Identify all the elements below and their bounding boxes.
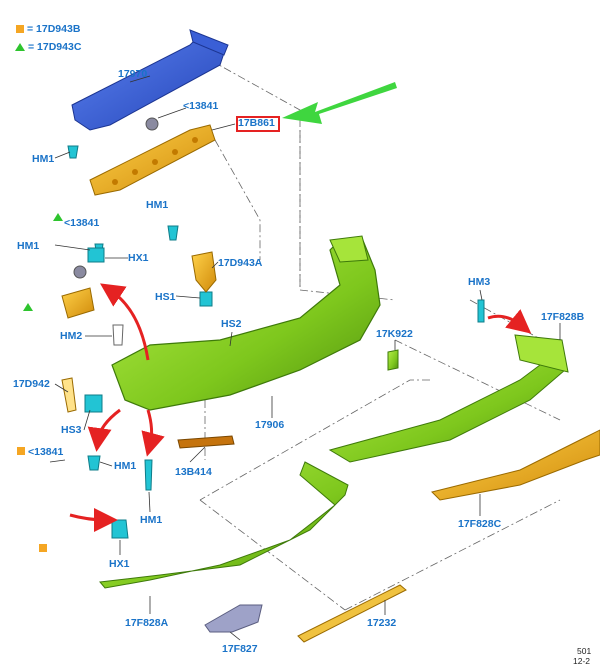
lower-valance-17F828A bbox=[99, 461, 349, 589]
part-label-17K922: 17K922 bbox=[376, 328, 413, 340]
part-label-hm2: HM2 bbox=[60, 330, 83, 342]
green-pointer-arrow bbox=[282, 82, 397, 124]
part-label-13B414: 13B414 bbox=[175, 466, 212, 478]
label-leaders bbox=[49, 75, 561, 641]
part-label-17F828B: 17F828B bbox=[541, 311, 585, 323]
energy-absorber-17B861 bbox=[89, 124, 216, 196]
part-label-hs1: HS1 bbox=[155, 291, 176, 303]
part-label-hm1: HM1 bbox=[140, 514, 163, 526]
lower-trim-17F828C bbox=[431, 429, 600, 501]
figure-ref-line1: 501 bbox=[577, 646, 592, 656]
strip-17232 bbox=[297, 584, 407, 643]
part-label-hm1: HM1 bbox=[114, 460, 137, 472]
nut-13841-top bbox=[145, 117, 159, 131]
legend-item-17D943B: = 17D943B bbox=[16, 23, 80, 35]
part-label-hx1: HX1 bbox=[128, 252, 149, 264]
bracket-17D943A bbox=[191, 251, 217, 293]
legend-label: = 17D943C bbox=[28, 41, 82, 53]
triangle-legend-icon bbox=[15, 43, 25, 51]
part-label-17970: 17970 bbox=[118, 68, 148, 80]
part-label-hm1: HM1 bbox=[146, 199, 169, 211]
left-bracket-group bbox=[61, 265, 95, 413]
part-label-13841: <13841 bbox=[28, 446, 64, 458]
part-label-hx1: HX1 bbox=[109, 558, 130, 570]
part-label-hm1: HM1 bbox=[32, 153, 55, 165]
legend-item-17D943C: = 17D943C bbox=[15, 41, 81, 53]
part-label-17D942: 17D942 bbox=[13, 378, 50, 390]
reflector-13B414 bbox=[177, 435, 235, 449]
square-marker bbox=[17, 447, 25, 455]
part-label-hm1: HM1 bbox=[17, 240, 40, 252]
part-label-17D943A: 17D943A bbox=[218, 257, 263, 269]
square-legend-icon bbox=[16, 25, 24, 33]
part-label-13841: <13841 bbox=[183, 100, 219, 112]
part-label-17B861: 17B861 bbox=[238, 117, 275, 129]
clips bbox=[67, 145, 485, 539]
push-pin-hm2 bbox=[112, 324, 124, 346]
cover-17F827 bbox=[204, 604, 263, 633]
highlight-box bbox=[236, 116, 280, 132]
red-arrows bbox=[69, 283, 532, 532]
part-label-17F828C: 17F828C bbox=[458, 518, 502, 530]
part-label-hm3: HM3 bbox=[468, 276, 491, 288]
impact-beam-17970 bbox=[71, 29, 229, 131]
triangle-marker bbox=[23, 303, 33, 311]
part-label-17232: 17232 bbox=[367, 617, 397, 629]
part-label-17F827: 17F827 bbox=[222, 643, 258, 655]
part-label-hs2: HS2 bbox=[221, 318, 242, 330]
part-label-hs3: HS3 bbox=[61, 424, 82, 436]
part-label-17F828A: 17F828A bbox=[125, 617, 169, 629]
square-marker bbox=[39, 544, 47, 552]
bumper-cover-17906 bbox=[111, 237, 381, 411]
part-17K922 bbox=[387, 349, 399, 371]
part-label-17906: 17906 bbox=[255, 419, 285, 431]
part-label-13841: <13841 bbox=[64, 217, 100, 229]
legend-label: = 17D943B bbox=[27, 23, 81, 35]
figure-ref-line2: 12-2 bbox=[573, 656, 591, 666]
triangle-marker bbox=[53, 213, 63, 221]
